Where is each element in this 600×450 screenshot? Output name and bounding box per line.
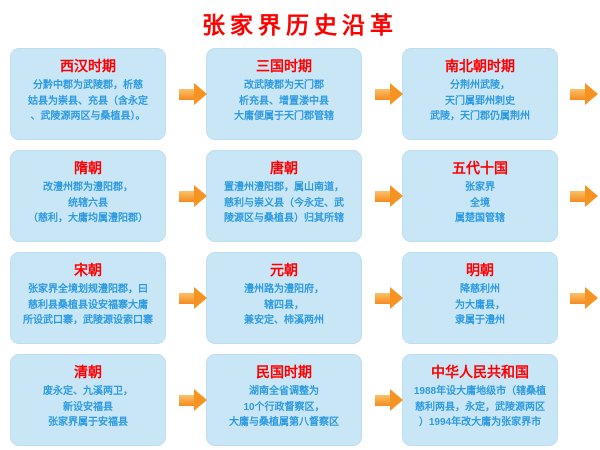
flow-arrow-icon [558, 184, 598, 207]
era-box-three-kingdoms: 三国时期 改武陵郡为天门郡 析充县、增置溇中县 大庸便属于天门郡管辖 [206, 48, 362, 140]
era-text-line: 分荆州武陵， [450, 80, 510, 91]
right-arrow-icon [374, 286, 403, 309]
era-box-sui: 隋朝 改澧州郡为澧阳郡， 统辖六县 （慈利，大庸均属澧阳郡） [10, 150, 166, 242]
era-text-line: 统辖六县 [68, 197, 108, 209]
era-text-line: 隶属于澧州 [455, 315, 505, 326]
era-text-line: 辖四县， [264, 299, 304, 311]
era-text-line: 改武陵郡为天门郡 [244, 80, 324, 91]
era-text-line: 改澧州郡为澧阳郡， [43, 182, 133, 193]
era-title: 民国时期 [256, 364, 312, 380]
era-box-yuan: 元朝 澧州路为澧阳府， 辖四县， 兼安定、柿溪两州 [206, 252, 362, 344]
era-text-line: 张家界属于安福县 [48, 417, 128, 428]
right-arrow-icon [178, 388, 207, 411]
era-text-line: 全境 [470, 197, 490, 209]
flow-arrow-icon [558, 286, 598, 309]
flow-arrow-icon [166, 184, 207, 207]
era-title: 元朝 [270, 262, 298, 278]
era-text-line: 湖南全省调整为 [249, 386, 319, 397]
flow-arrow-icon [362, 82, 403, 105]
era-title: 明朝 [466, 262, 494, 278]
era-text-line: 陵源区与桑植县）归其所辖 [224, 213, 344, 224]
era-text-line: 1988年设大庸地级市（辖桑植 [413, 386, 547, 397]
era-box-western-han: 西汉时期 分黔中郡为武陵郡，析慈 姑县为崇县、充县（含永定 、武陵源两区与桑植县… [10, 48, 166, 140]
era-text-line: 所设武口寨，武陵源设索口寨 [23, 315, 153, 326]
era-title: 南北朝时期 [445, 58, 515, 74]
era-text-line: 天门属郢州刺史 [445, 95, 515, 107]
right-arrow-icon [374, 82, 403, 105]
era-text-line: 析充县、增置溇中县 [239, 95, 329, 107]
era-text-line: 置澧州澧阳郡，属山南道， [224, 182, 344, 193]
era-text-line: 姑县为崇县、充县（含永定 [28, 95, 148, 107]
era-text-line: 张家界全境划规澧阳郡，曰 [28, 284, 148, 295]
right-arrow-icon [569, 184, 598, 207]
era-title: 唐朝 [270, 160, 298, 176]
flow-arrow-icon [362, 388, 403, 411]
era-text-line: 新设安福县 [63, 401, 113, 413]
era-text-line: 降慈利州 [460, 284, 500, 295]
right-arrow-icon [569, 286, 598, 309]
era-text-line: 慈利县桑植县设安福寨大庸 [28, 299, 148, 311]
flow-arrow-icon [166, 82, 207, 105]
era-text-line: 澧州路为澧阳府， [244, 284, 324, 295]
era-text-line: 武陵，天门郡仍属荆州 [430, 111, 530, 122]
flow-arrow-icon [558, 82, 598, 105]
era-text-line: 张家界 [465, 182, 495, 193]
era-title: 五代十国 [452, 160, 508, 176]
right-arrow-icon [374, 184, 403, 207]
era-title: 西汉时期 [60, 58, 116, 74]
flow-arrow-icon [362, 286, 403, 309]
right-arrow-icon [569, 82, 598, 105]
timeline-row-2: 隋朝 改澧州郡为澧阳郡， 统辖六县 （慈利，大庸均属澧阳郡） 唐朝 置澧州澧阳郡… [10, 150, 600, 242]
right-arrow-icon [178, 82, 207, 105]
era-text-line: 分黔中郡为武陵郡，析慈 [33, 80, 143, 91]
era-title: 宋朝 [74, 262, 102, 278]
era-text-line: 大庸便属于天门郡管辖 [234, 111, 334, 122]
era-box-qing: 清朝 废永定、九溪两卫， 新设安福县 张家界属于安福县 [10, 354, 166, 446]
era-text-line: （慈利，大庸均属澧阳郡） [28, 213, 148, 224]
era-text-line: 为大庸县， [455, 299, 505, 311]
era-title: 隋朝 [74, 160, 102, 176]
era-box-ming: 明朝 降慈利州 为大庸县， 隶属于澧州 [402, 252, 558, 344]
flow-arrow-icon [362, 184, 403, 207]
era-title: 三国时期 [256, 58, 312, 74]
timeline-row-1: 西汉时期 分黔中郡为武陵郡，析慈 姑县为崇县、充县（含永定 、武陵源两区与桑植县… [10, 48, 600, 140]
era-box-republic: 民国时期 湖南全省调整为 10个行政督察区， 大庸与桑植属第八督察区 [206, 354, 362, 446]
era-text-line: 属楚国管辖 [455, 213, 505, 224]
era-text-line: 慈利两县，永定，武陵源两区 [415, 401, 545, 413]
page-title: 张家界历史沿革 [202, 12, 398, 38]
era-text-line: ）1994年改大庸为张家界市 [418, 417, 542, 428]
era-text-line: 废永定、九溪两卫， [43, 386, 133, 397]
era-box-prc: 中华人民共和国 1988年设大庸地级市（辖桑植 慈利两县，永定，武陵源两区 ）1… [402, 354, 558, 446]
right-arrow-icon [178, 184, 207, 207]
era-text-line: 10个行政督察区， [243, 401, 325, 413]
era-box-northern-southern: 南北朝时期 分荆州武陵， 天门属郢州刺史 武陵，天门郡仍属荆州 [402, 48, 558, 140]
era-title: 中华人民共和国 [431, 364, 529, 380]
right-arrow-icon [178, 286, 207, 309]
era-text-line: 、武陵源两区与桑植县）。 [30, 111, 146, 122]
timeline-row-3: 宋朝 张家界全境划规澧阳郡，曰 慈利县桑植县设安福寨大庸 所设武口寨，武陵源设索… [10, 252, 600, 344]
era-title: 清朝 [74, 364, 102, 380]
timeline-row-4: 清朝 废永定、九溪两卫， 新设安福县 张家界属于安福县 民国时期 湖南全省调整为… [10, 354, 600, 446]
flow-arrow-icon [166, 388, 207, 411]
right-arrow-icon [374, 388, 403, 411]
era-text-line: 大庸与桑植属第八督察区 [229, 417, 339, 428]
era-box-song: 宋朝 张家界全境划规澧阳郡，曰 慈利县桑植县设安福寨大庸 所设武口寨，武陵源设索… [10, 252, 166, 344]
era-text-line: 慈利与崇义县（今永定、武 [224, 197, 344, 209]
flow-arrow-icon [166, 286, 207, 309]
era-text-line: 兼安定、柿溪两州 [244, 315, 324, 326]
era-box-tang: 唐朝 置澧州澧阳郡，属山南道， 慈利与崇义县（今永定、武 陵源区与桑植县）归其所… [206, 150, 362, 242]
era-box-five-dynasties: 五代十国 张家界 全境 属楚国管辖 [402, 150, 558, 242]
